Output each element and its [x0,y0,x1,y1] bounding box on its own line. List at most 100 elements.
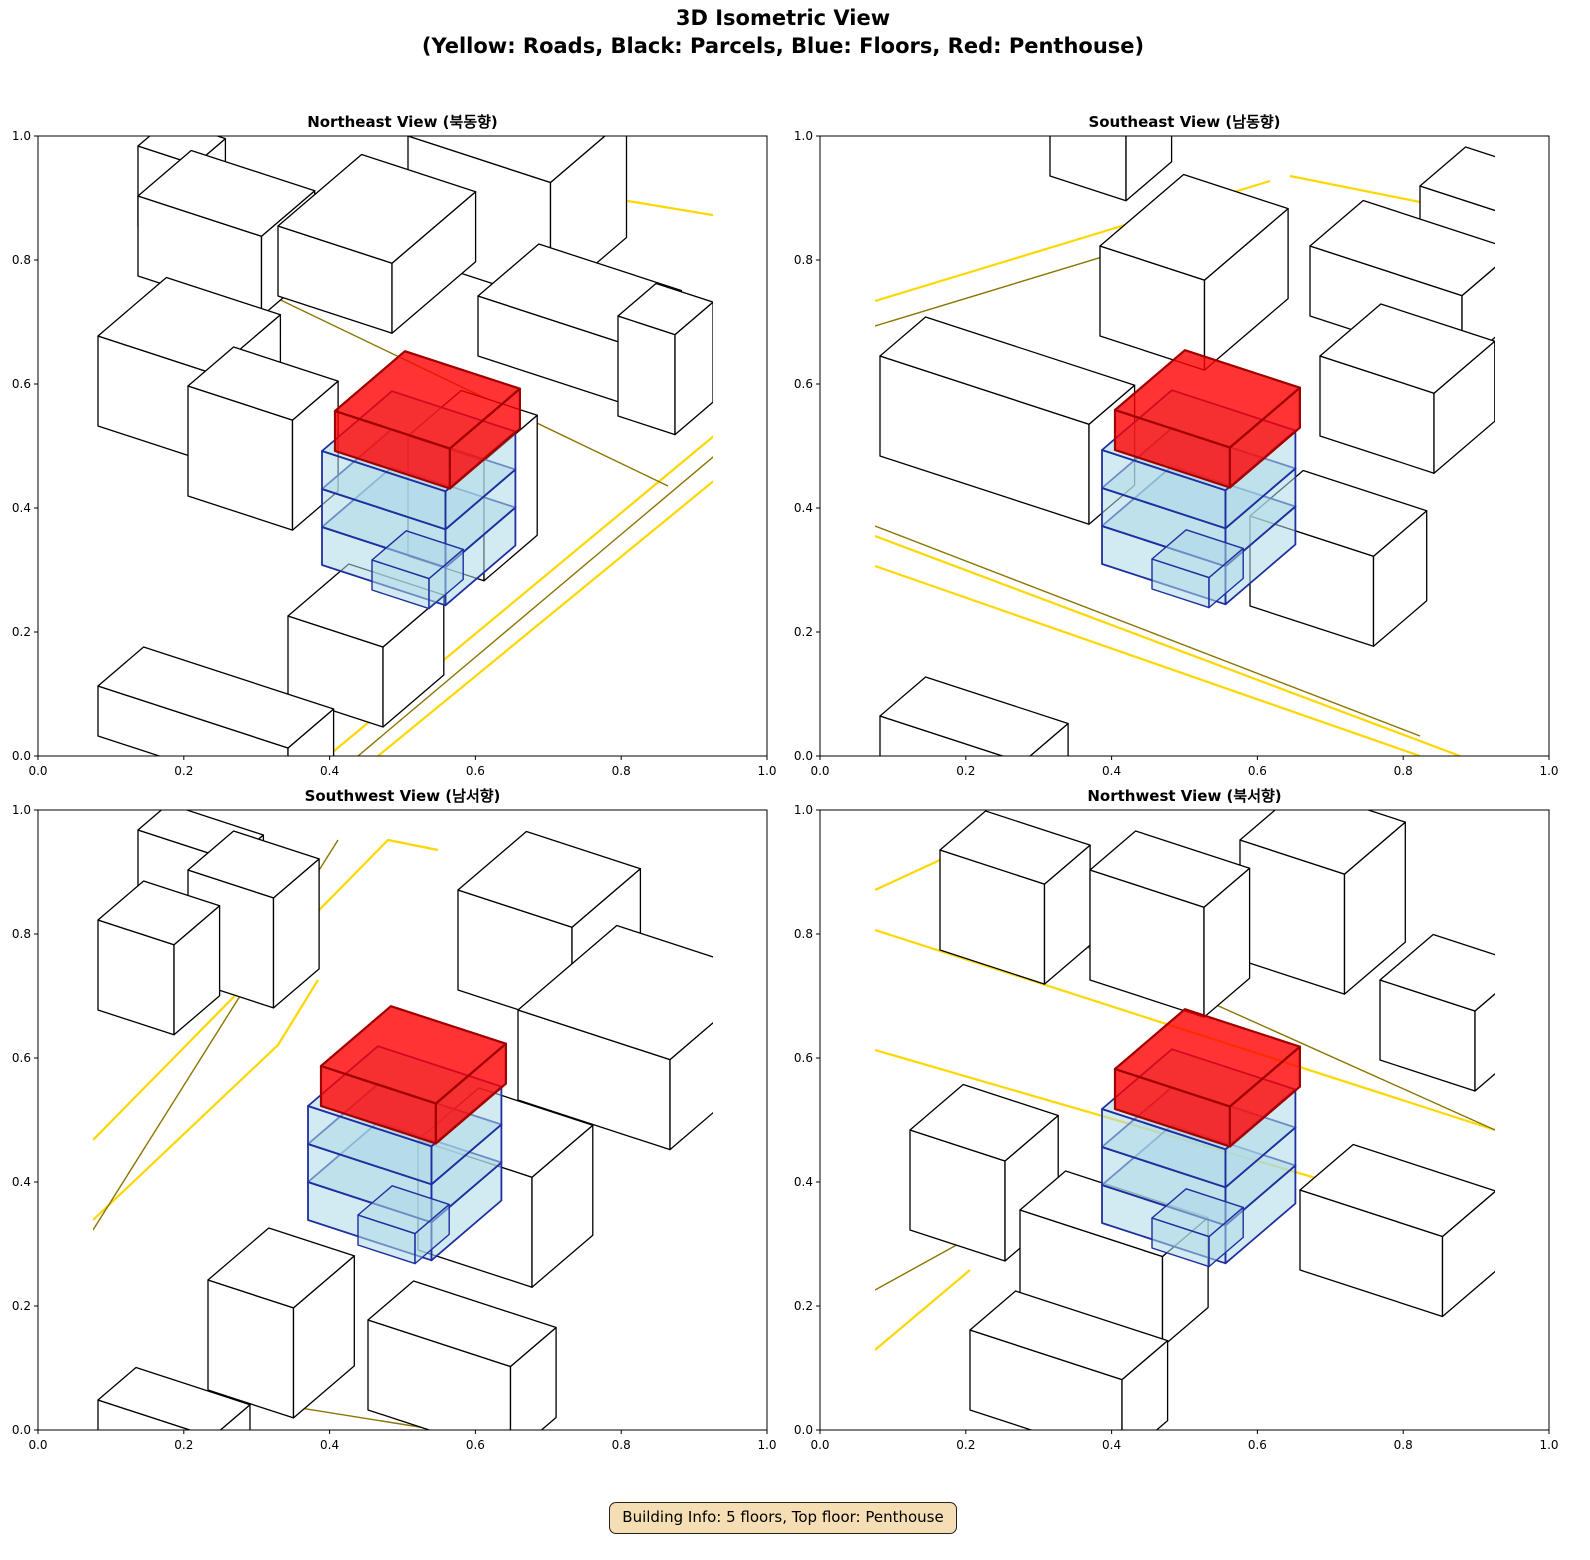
x-tick-label: 0.2 [956,764,975,778]
panel-title: Northeast View (북동향) [307,113,498,131]
parcel-building-face [879,676,1069,756]
parcel-building-face [207,1227,355,1309]
lower-annex-face [357,1185,450,1235]
axes-frame [819,135,1550,757]
x-tick-label: 1.0 [1539,764,1558,778]
y-tick-label: 0.8 [12,253,31,267]
x-tick-label: 0.0 [28,1438,47,1452]
x-tick-label: 1.0 [757,1438,776,1452]
panel-2: Southeast View (남동향) 0.00.0 0.2 0.2 0.4 0.4 0.… [794,113,1559,778]
x-tick-label: 0.4 [320,764,339,778]
parcel-building-face [1049,136,1127,202]
y-tick-label: 0.6 [12,1051,31,1065]
parcel-building-face [909,1083,1059,1162]
y-tick-label: 0.2 [12,1299,31,1313]
road-line [875,564,1421,756]
parcel-building-face [1419,146,1495,212]
panel-title: Southeast View (남동향) [1088,113,1280,131]
parcel-building-face [367,1280,557,1368]
y-tick-label: 0.6 [794,1051,813,1065]
parcel-building-face [187,830,320,899]
parcel-building-face [669,1021,713,1151]
parcel-building-face [97,646,335,749]
lower-annex-face [1151,529,1244,579]
parcel-building-face [407,136,606,184]
y-tick-label: 0.2 [794,625,813,639]
parcel-building-face [1441,1190,1495,1318]
x-tick-label: 1.0 [757,764,776,778]
road-edge-line [357,456,713,756]
road-line [875,1269,971,1351]
parcel-building-face [277,153,477,264]
axes-frame [37,809,768,1431]
y-tick-label: 1.0 [12,129,31,143]
x-tick-label: 0.6 [466,1438,485,1452]
parcel-building-face [97,880,221,946]
y-tick-label: 0.4 [794,501,813,515]
y-tick-label: 1.0 [794,803,813,817]
y-tick-label: 0.2 [794,1299,813,1313]
parcel-building-face [517,924,713,1061]
panel-title: Northwest View (북서향) [1087,787,1281,805]
x-tick-label: 0.4 [320,1438,339,1452]
y-tick-label: 0.6 [12,377,31,391]
scene [97,136,713,756]
y-tick-label: 0.0 [12,749,31,763]
y-tick-label: 0.8 [12,927,31,941]
road-line [875,859,941,891]
parcel-building-face [1474,993,1495,1092]
x-tick-label: 0.6 [1248,1438,1267,1452]
road-line [1289,174,1441,208]
scene [875,136,1542,756]
y-tick-label: 0.0 [794,749,813,763]
penthouse-face [333,350,521,450]
parcel-building-face [969,1290,1169,1381]
parcel-building-face [674,301,713,436]
parcel-building-face [879,316,1136,425]
parcel-building-face [1125,136,1173,202]
figure-subtitle: (Yellow: Roads, Black: Parcels, Blue: Fl… [421,34,1145,58]
y-tick-label: 0.6 [794,377,813,391]
y-tick-label: 0.4 [794,1175,813,1189]
y-tick-label: 0.2 [12,625,31,639]
y-tick-label: 0.8 [794,253,813,267]
parcel-building-face [187,346,339,421]
parcel-building-face [1309,199,1495,297]
parcel-building-face [1239,810,1406,875]
parcel-building-face [1319,303,1495,394]
x-tick-label: 0.6 [1248,764,1267,778]
x-tick-label: 0.0 [810,1438,829,1452]
road-line [93,979,319,1221]
axes-frame [819,809,1550,1431]
scene [93,810,713,1430]
x-tick-label: 0.2 [174,1438,193,1452]
x-tick-label: 0.4 [1102,1438,1121,1452]
road-line [93,838,439,1141]
x-tick-label: 0.2 [956,1438,975,1452]
penthouse-face [319,1005,507,1105]
y-tick-label: 1.0 [794,129,813,143]
parcel-building-face [97,1366,251,1430]
x-tick-label: 0.8 [1394,764,1413,778]
x-tick-label: 0.6 [466,764,485,778]
road-line [875,534,1461,756]
parcel-building-face [137,136,227,166]
panel-3: Southwest View (남서향)0.00.00.20.20.40.40.… [12,787,777,1452]
y-tick-label: 0.0 [794,1423,813,1437]
x-tick-label: 0.0 [810,764,829,778]
axes-frame [37,135,768,757]
y-tick-label: 0.8 [794,927,813,941]
parcel-building-face [457,830,642,928]
panel-1: Northeast View (북동향)0.00.00.20.20.40.40.… [12,113,777,778]
x-tick-label: 0.8 [1394,1438,1413,1452]
parcel-building-face [137,149,316,237]
x-tick-label: 0.2 [174,764,193,778]
x-tick-label: 0.8 [612,1438,631,1452]
x-tick-label: 0.4 [1102,764,1121,778]
parcel-building-face [617,315,676,436]
parcel-building-face [1496,172,1542,271]
x-tick-label: 1.0 [1539,1438,1558,1452]
parcel-building-face [1299,1143,1495,1238]
lower-annex-face [371,530,464,580]
